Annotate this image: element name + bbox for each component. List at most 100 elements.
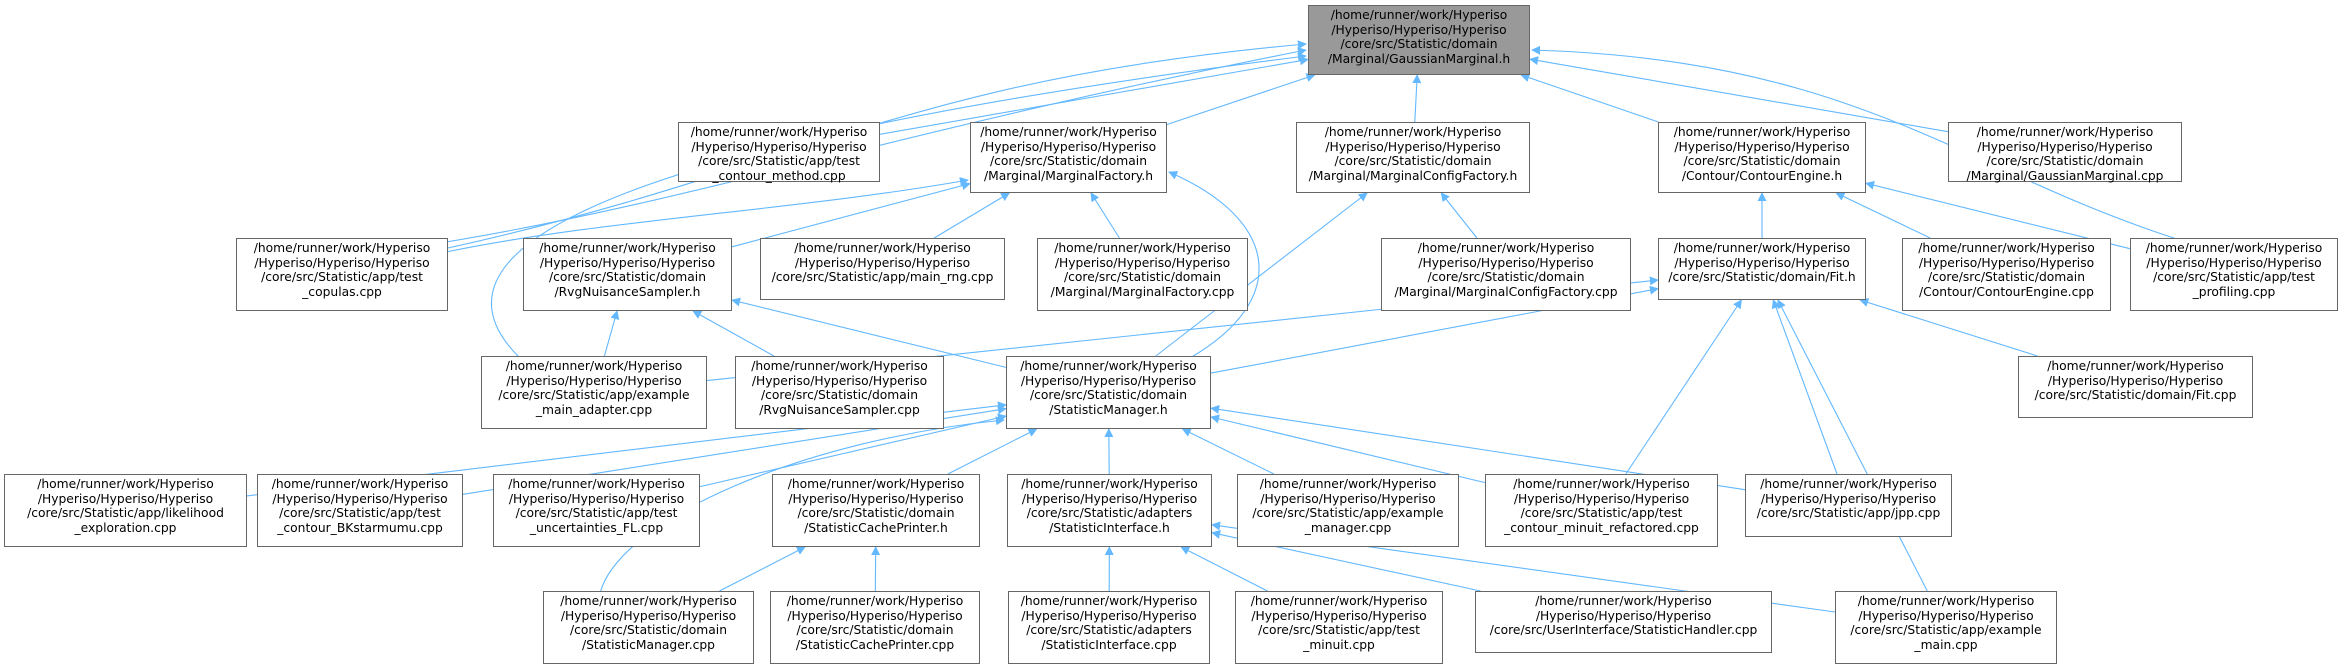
- node-label-line: /home/runner/work/Hyperiso: [1760, 477, 1937, 491]
- node-label-line: /StatisticInterface.h: [1049, 520, 1170, 535]
- edge-contour_engine_h-to-gaussian_marginal_h: [1520, 73, 1659, 123]
- node-contour-engine-cpp[interactable]: /home/runner/work/Hyperiso/Hyperiso/Hype…: [1902, 238, 2111, 311]
- node-test-contour-method-cpp[interactable]: /home/runner/work/Hyperiso/Hyperiso/Hype…: [678, 122, 880, 183]
- node-label-line: _profiling.cpp: [2192, 284, 2276, 299]
- edge-example_main_adapter_cpp-to-rvg_nuisance_sampler_h: [603, 310, 620, 357]
- node-label-line: _contour_minuit_refactored.cpp: [1504, 520, 1699, 535]
- node-statistic-cache-printer-h[interactable]: /home/runner/work/Hyperiso/Hyperiso/Hype…: [772, 474, 980, 547]
- node-test-contour-bkstarmumu-cpp[interactable]: /home/runner/work/Hyperiso/Hyperiso/Hype…: [257, 474, 463, 547]
- node-label-line: _main.cpp: [1914, 637, 1978, 652]
- node-fit-h[interactable]: /home/runner/work/Hyperiso/Hyperiso/Hype…: [1658, 238, 1866, 300]
- node-label-line: /RvgNuisanceSampler.cpp: [759, 402, 920, 417]
- node-label-line: /core/src/Statistic/domain: [1986, 154, 2144, 169]
- node-label-line: /home/runner/work/Hyperiso: [1513, 477, 1690, 491]
- node-label-line: /StatisticInterface.cpp: [1041, 637, 1177, 652]
- edge-test_contour_minuit_refactored_cpp-to-fit_h: [1625, 299, 1742, 475]
- edge-test_contour_method_cpp-to-gaussian_marginal_h: [879, 56, 1309, 135]
- node-statistic-cache-printer-cpp[interactable]: /home/runner/work/Hyperiso/Hyperiso/Hype…: [770, 591, 980, 664]
- node-label-line: /core/src/Statistic/app/example: [1252, 506, 1444, 521]
- node-label-line: /Hyperiso/Hyperiso/Hyperiso: [254, 255, 430, 270]
- node-label-line: /core/src/Statistic/app/test: [261, 270, 423, 285]
- node-statistic-manager-h[interactable]: /home/runner/work/Hyperiso/Hyperiso/Hype…: [1006, 356, 1211, 429]
- node-label-line: /home/runner/work/Hyperiso: [980, 125, 1157, 139]
- edge-test_profiling_cpp-to-contour_engine_h: [1865, 180, 2131, 250]
- node-label-line: /core/src/Statistic/domain: [797, 506, 955, 521]
- node-main-rng-cpp[interactable]: /home/runner/work/Hyperiso/Hyperiso/Hype…: [760, 238, 1005, 300]
- node-label-line: _manager.cpp: [1304, 520, 1392, 535]
- node-label-line: /Hyperiso/Hyperiso/Hyperiso: [1977, 139, 2153, 154]
- node-label-line: /home/runner/work/Hyperiso: [1417, 241, 1595, 255]
- node-contour-engine-h[interactable]: /home/runner/work/Hyperiso/Hyperiso/Hype…: [1658, 122, 1866, 193]
- node-example-manager-cpp[interactable]: /home/runner/work/Hyperiso/Hyperiso/Hype…: [1237, 474, 1459, 547]
- node-example-main-adapter-cpp[interactable]: /home/runner/work/Hyperiso/Hyperiso/Hype…: [481, 356, 707, 429]
- node-label-line: /core/src/Statistic/app/test: [1520, 506, 1683, 521]
- node-label-line: /core/src/Statistic/app/jpp.cpp: [1756, 506, 1941, 521]
- node-fit-cpp[interactable]: /home/runner/work/Hyperiso/Hyperiso/Hype…: [2018, 356, 2253, 418]
- node-test-copulas-cpp[interactable]: /home/runner/work/Hyperiso/Hyperiso/Hype…: [236, 238, 448, 311]
- node-label-line: /Hyperiso/Hyperiso/Hyperiso: [2146, 255, 2322, 270]
- node-label-line: /core/src/UserInterface/StatisticHandler…: [1489, 623, 1758, 638]
- node-label-line: /home/runner/work/Hyperiso: [505, 359, 683, 373]
- node-jpp-cpp[interactable]: /home/runner/work/Hyperiso/Hyperiso/Hype…: [1745, 474, 1952, 537]
- edge-test_profiling_cpp-to-gaussian_marginal_h: [1531, 45, 2181, 241]
- node-gaussian-marginal-cpp[interactable]: /home/runner/work/Hyperiso/Hyperiso/Hype…: [1948, 122, 2182, 183]
- node-likelihood-exploration-cpp[interactable]: /home/runner/work/Hyperiso/Hyperiso/Hype…: [4, 474, 247, 547]
- node-marginal-factory-h[interactable]: /home/runner/work/Hyperiso/Hyperiso/Hype…: [970, 122, 1167, 193]
- node-test-minuit-cpp[interactable]: /home/runner/work/Hyperiso/Hyperiso/Hype…: [1235, 591, 1443, 664]
- node-label-line: _exploration.cpp: [74, 520, 177, 535]
- edge-test_copulas_cpp-to-marginal_factory_h: [445, 176, 969, 253]
- node-label-line: /Hyperiso/Hyperiso/Hyperiso: [1021, 608, 1197, 623]
- node-statistic-interface-cpp[interactable]: /home/runner/work/Hyperiso/Hyperiso/Hype…: [1008, 591, 1210, 664]
- node-rvg-nuisance-sampler-h[interactable]: /home/runner/work/Hyperiso/Hyperiso/Hype…: [523, 238, 732, 311]
- node-test-uncertainties-fl-cpp[interactable]: /home/runner/work/Hyperiso/Hyperiso/Hype…: [493, 474, 700, 547]
- node-label-line: /core/src/Statistic/domain: [1683, 154, 1841, 169]
- node-statistic-handler-cpp[interactable]: /home/runner/work/Hyperiso/Hyperiso/Hype…: [1475, 591, 1772, 653]
- node-label-line: /Hyperiso/Hyperiso/Hyperiso: [506, 373, 682, 388]
- node-label-line: /core/src/Statistic/app/example: [498, 388, 690, 403]
- node-label-line: /Hyperiso/Hyperiso/Hyperiso: [560, 608, 737, 623]
- node-label-line: /core/src/Statistic/app/test: [698, 154, 860, 169]
- node-statistic-interface-h[interactable]: /home/runner/work/Hyperiso/Hyperiso/Hype…: [1007, 474, 1212, 547]
- edge-example_main_cpp-to-fit_h: [1777, 299, 1928, 592]
- node-label-line: /home/runner/work/Hyperiso: [271, 477, 449, 491]
- node-label-line: /Hyperiso/Hyperiso/Hyperiso: [539, 255, 716, 270]
- node-label-line: /core/src/Statistic/adapters: [1026, 623, 1192, 638]
- node-label-line: _contour_method.cpp: [712, 168, 846, 183]
- node-label-line: /Hyperiso/Hyperiso/Hyperiso: [1418, 255, 1594, 270]
- node-statistic-manager-cpp[interactable]: /home/runner/work/Hyperiso/Hyperiso/Hype…: [543, 591, 754, 664]
- node-marginal-factory-cpp[interactable]: /home/runner/work/Hyperiso/Hyperiso/Hype…: [1037, 238, 1248, 311]
- node-label-line: /core/src/Statistic/app/example: [1850, 623, 2042, 638]
- node-label-line: /home/runner/work/Hyperiso: [1673, 125, 1851, 139]
- node-label-line: /home/runner/work/Hyperiso: [539, 241, 716, 255]
- node-label-line: /core/src/Statistic/domain: [796, 623, 954, 638]
- node-example-main-cpp[interactable]: /home/runner/work/Hyperiso/Hyperiso/Hype…: [1835, 591, 2057, 664]
- node-rvg-nuisance-sampler-cpp[interactable]: /home/runner/work/Hyperiso/Hyperiso/Hype…: [735, 356, 944, 429]
- node-label-line: _contour_BKstarmumu.cpp: [277, 520, 443, 535]
- node-label-line: /RvgNuisanceSampler.h: [554, 284, 701, 299]
- node-test-contour-minuit-refactored-cpp[interactable]: /home/runner/work/Hyperiso/Hyperiso/Hype…: [1485, 474, 1718, 547]
- node-label-line: /home/runner/work/Hyperiso: [253, 241, 431, 255]
- node-label-line: _minuit.cpp: [1303, 637, 1375, 652]
- node-label-line: /home/runner/work/Hyperiso: [1020, 359, 1197, 373]
- node-label-line: /Contour/ContourEngine.h: [1681, 168, 1843, 183]
- node-label-line: _main_adapter.cpp: [535, 402, 653, 417]
- node-label-line: /Hyperiso/Hyperiso/Hyperiso: [788, 491, 964, 506]
- node-marginal-config-factory-h[interactable]: /home/runner/work/Hyperiso/Hyperiso/Hype…: [1296, 122, 1530, 193]
- node-marginal-config-factory-cpp[interactable]: /home/runner/work/Hyperiso/Hyperiso/Hype…: [1381, 238, 1631, 311]
- node-label-line: /core/src/Statistic/app/main_rng.cpp: [771, 270, 994, 285]
- edge-test_uncertainties_fl_cpp-to-statistic_manager_h: [699, 413, 1007, 488]
- node-label-line: /Marginal/MarginalConfigFactory.cpp: [1394, 284, 1618, 299]
- node-label-line: /Hyperiso/Hyperiso/Hyperiso: [1020, 373, 1197, 388]
- node-label-line: /core/src/Statistic/app/test: [515, 506, 678, 521]
- edge-test_minuit_cpp-to-statistic_interface_h: [1180, 546, 1268, 592]
- node-label-line: _uncertainties_FL.cpp: [529, 520, 664, 535]
- edge-gaussian_marginal_cpp-to-gaussian_marginal_h: [1529, 56, 1949, 133]
- node-test-profiling-cpp[interactable]: /home/runner/work/Hyperiso/Hyperiso/Hype…: [2130, 238, 2338, 311]
- node-label-line: /Hyperiso/Hyperiso/Hyperiso: [1674, 255, 1850, 270]
- edge-rvg_nuisance_sampler_h-to-marginal_factory_h: [731, 181, 971, 248]
- edge-statistic_cache_printer_h-to-statistic_manager_h: [947, 428, 1038, 475]
- node-label-line: /home/runner/work/Hyperiso: [1673, 241, 1851, 255]
- node-label-line: /core/src/Statistic/domain: [569, 623, 728, 638]
- node-label-line: /Contour/ContourEngine.cpp: [1919, 284, 2094, 299]
- node-gaussian-marginal-h[interactable]: /home/runner/work/Hyperiso/Hyperiso/Hype…: [1308, 5, 1530, 75]
